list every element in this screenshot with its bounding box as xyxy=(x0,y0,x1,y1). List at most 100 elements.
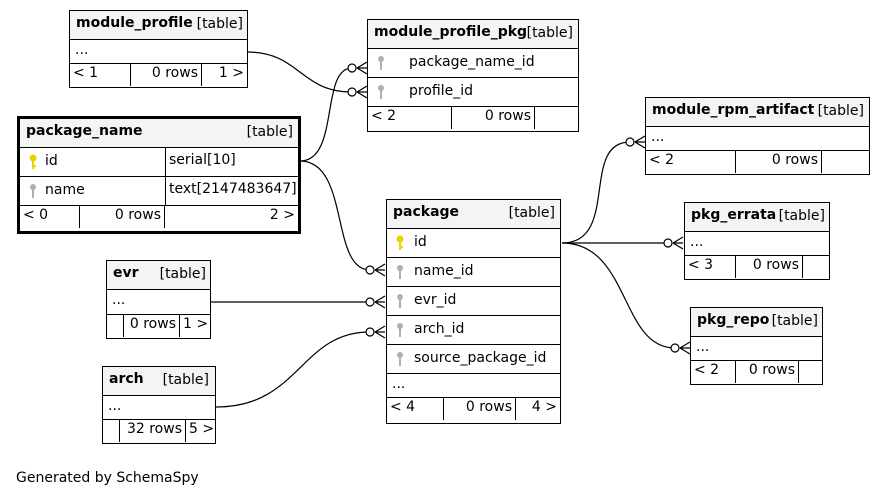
table-name: module_profile xyxy=(76,15,193,31)
table-header: module_profile_pkg [table] xyxy=(368,20,578,49)
children-count xyxy=(535,107,578,129)
table-header: arch [table] xyxy=(103,367,215,396)
more-columns-row: ... xyxy=(646,127,869,151)
children-count xyxy=(822,151,869,173)
table-pkg-repo[interactable]: pkg_repo [table] ... < 2 0 rows xyxy=(690,307,823,385)
parents-count: < 4 xyxy=(387,398,444,420)
table-pkg-errata[interactable]: pkg_errata [table] ... < 3 0 rows xyxy=(684,202,830,280)
edge-package-rpm-artifact xyxy=(561,141,631,244)
column-name: evr_id xyxy=(414,292,457,308)
foreign-key-icon xyxy=(397,323,403,337)
table-name: evr xyxy=(113,265,139,281)
table-name: arch xyxy=(109,371,144,387)
table-type: [table] xyxy=(508,205,555,221)
table-footer: < 2 0 rows xyxy=(368,107,578,129)
table-header: pkg_repo [table] xyxy=(691,308,822,337)
more-columns-row: ... xyxy=(685,232,829,256)
column-name: id xyxy=(45,153,58,169)
row-count: 0 rows xyxy=(80,206,165,228)
column-row: id serial[10] xyxy=(20,148,298,177)
table-module-profile-pkg[interactable]: module_profile_pkg [table] package_name_… xyxy=(367,19,579,132)
row-count: 0 rows xyxy=(124,315,180,337)
column-row: name_id xyxy=(387,258,560,287)
table-header: module_profile [table] xyxy=(70,11,247,40)
parents-count xyxy=(107,315,124,337)
table-footer: < 2 0 rows xyxy=(691,361,822,383)
column-row: package_name_id xyxy=(368,49,578,78)
table-name: module_rpm_artifact xyxy=(652,102,815,118)
table-name: package_name xyxy=(26,123,143,139)
table-type: [table] xyxy=(196,16,243,32)
more-columns-row: ... xyxy=(387,374,560,398)
parents-count: < 2 xyxy=(691,361,736,383)
foreign-key-icon xyxy=(397,265,403,279)
row-count: 0 rows xyxy=(736,256,803,278)
column-name: arch_id xyxy=(414,321,465,337)
column-row: evr_id xyxy=(387,287,560,316)
table-header: pkg_errata [table] xyxy=(685,203,829,232)
table-footer: < 3 0 rows xyxy=(685,256,829,278)
column-type: serial[10] xyxy=(165,148,298,177)
children-count xyxy=(803,256,829,278)
table-footer: < 2 0 rows xyxy=(646,151,869,173)
table-name: package xyxy=(393,204,460,220)
children-count: 1 > xyxy=(183,316,209,332)
parents-count xyxy=(103,420,120,442)
row-count: 0 rows xyxy=(736,361,799,383)
parents-count: < 2 xyxy=(646,151,736,173)
parents-count: < 2 xyxy=(368,107,452,129)
row-count: 0 rows xyxy=(131,64,202,86)
table-module-profile[interactable]: module_profile [table] ... < 1 0 rows 1 … xyxy=(69,10,248,88)
table-package[interactable]: package [table] id name_id evr_id arch_i… xyxy=(386,199,561,424)
table-name: pkg_errata xyxy=(691,207,777,223)
column-name: id xyxy=(414,234,427,250)
table-type: [table] xyxy=(162,372,209,388)
parents-count: < 1 xyxy=(70,64,131,86)
column-row: name text[2147483647] xyxy=(20,177,298,206)
edge-module-profile xyxy=(246,51,353,93)
table-package-name[interactable]: package_name [table] id serial[10] name … xyxy=(17,116,301,234)
parents-count: < 3 xyxy=(685,256,736,278)
table-arch[interactable]: arch [table] ... 32 rows 5 > xyxy=(102,366,216,444)
more-columns-row: ... xyxy=(107,290,210,315)
children-count: 4 > xyxy=(531,399,557,415)
row-count: 0 rows xyxy=(736,151,822,173)
foreign-key-icon xyxy=(30,184,36,198)
row-count: 0 rows xyxy=(444,398,516,420)
table-header: module_rpm_artifact [table] xyxy=(646,98,869,127)
primary-key-icon xyxy=(396,235,404,250)
column-type: text[2147483647] xyxy=(165,177,298,206)
table-footer: 32 rows 5 > xyxy=(103,420,215,442)
column-name: profile_id xyxy=(409,83,473,99)
table-footer: 0 rows 1 > xyxy=(107,315,210,337)
table-type: [table] xyxy=(778,208,825,224)
column-row: profile_id xyxy=(368,78,578,107)
more-columns-row: ... xyxy=(70,40,247,64)
table-header: evr [table] xyxy=(107,261,210,290)
table-name: pkg_repo xyxy=(697,312,770,328)
column-row: arch_id xyxy=(387,316,560,345)
more-columns-row: ... xyxy=(691,337,822,361)
foreign-key-icon xyxy=(378,85,384,99)
edge-arch-package xyxy=(215,331,371,408)
parents-count: < 0 xyxy=(20,206,80,228)
table-footer: < 0 0 rows 2 > xyxy=(20,206,298,228)
table-module-rpm-artifact[interactable]: module_rpm_artifact [table] ... < 2 0 ro… xyxy=(645,97,870,175)
children-count: 5 > xyxy=(189,421,215,437)
edge-package-repo xyxy=(561,242,676,349)
table-type: [table] xyxy=(246,124,293,140)
foreign-key-icon xyxy=(397,294,403,308)
generated-by-label: Generated by SchemaSpy xyxy=(16,470,199,486)
column-row: id xyxy=(387,229,560,258)
children-count: 2 > xyxy=(269,207,295,223)
column-name: name_id xyxy=(414,263,474,279)
row-count: 32 rows xyxy=(120,420,186,442)
table-evr[interactable]: evr [table] ... 0 rows 1 > xyxy=(106,260,211,339)
table-type: [table] xyxy=(159,266,206,282)
column-name: package_name_id xyxy=(409,54,535,70)
table-type: [table] xyxy=(526,25,573,41)
primary-key-icon xyxy=(29,154,37,169)
column-row: source_package_id xyxy=(387,345,560,374)
table-type: [table] xyxy=(771,313,818,329)
